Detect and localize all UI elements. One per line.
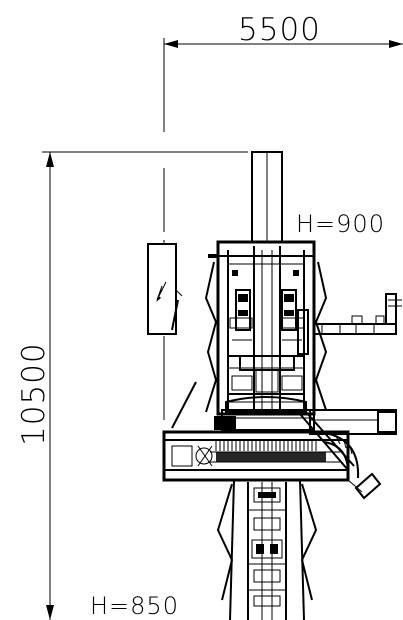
right-arm (313, 293, 402, 335)
lower-conveyor (162, 411, 382, 500)
width-arrow-right (389, 40, 403, 48)
safety-envelope (171, 261, 328, 429)
height-arrow-top (46, 152, 54, 167)
height-top-label: H=900 (296, 210, 385, 238)
height-bottom-label: H=850 (90, 592, 179, 620)
bottom-mast (216, 479, 318, 620)
height-label: 10500 (16, 342, 52, 446)
top-mast (251, 151, 283, 243)
height-dimension: 10500 (16, 151, 248, 620)
width-arrow-left (164, 40, 178, 48)
main-frame (208, 240, 316, 416)
width-label: 5500 (238, 12, 321, 48)
height-arrow-bottom (46, 605, 54, 620)
electrical-cabinet (147, 243, 183, 335)
width-dimension: 5500 (163, 12, 403, 132)
conveyor-rollers (215, 441, 317, 451)
